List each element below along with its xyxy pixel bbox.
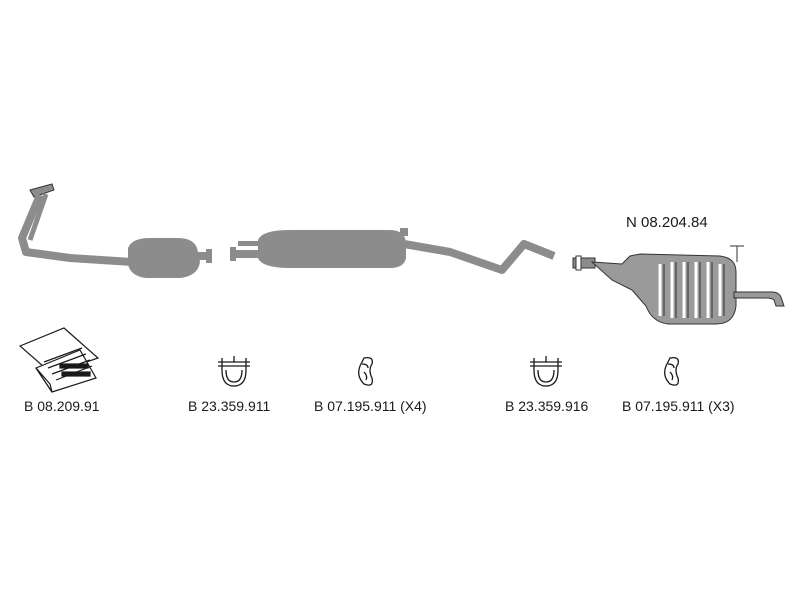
mounting-kit-label: B 08.209.91 <box>24 398 100 414</box>
ring-rear-label: B 07.195.911 (X3) <box>622 398 735 414</box>
rear-muffler <box>572 245 785 325</box>
rear-muffler-label: N 08.204.84 <box>626 214 708 231</box>
ring-front-icon <box>358 356 373 386</box>
clamp-front-label: B 23.359.911 <box>188 398 271 414</box>
clamp-rear-label: B 23.359.916 <box>505 398 589 414</box>
front-pipe <box>18 183 133 266</box>
ring-front-label: B 07.195.911 (X4) <box>314 398 427 414</box>
ring-rear-icon <box>664 356 679 386</box>
clamp-rear-icon <box>530 356 562 387</box>
mounting-kit-icon <box>18 327 100 393</box>
middle-silencer <box>230 228 556 274</box>
catalytic-converter <box>128 238 212 278</box>
clamp-front-icon <box>218 356 250 387</box>
